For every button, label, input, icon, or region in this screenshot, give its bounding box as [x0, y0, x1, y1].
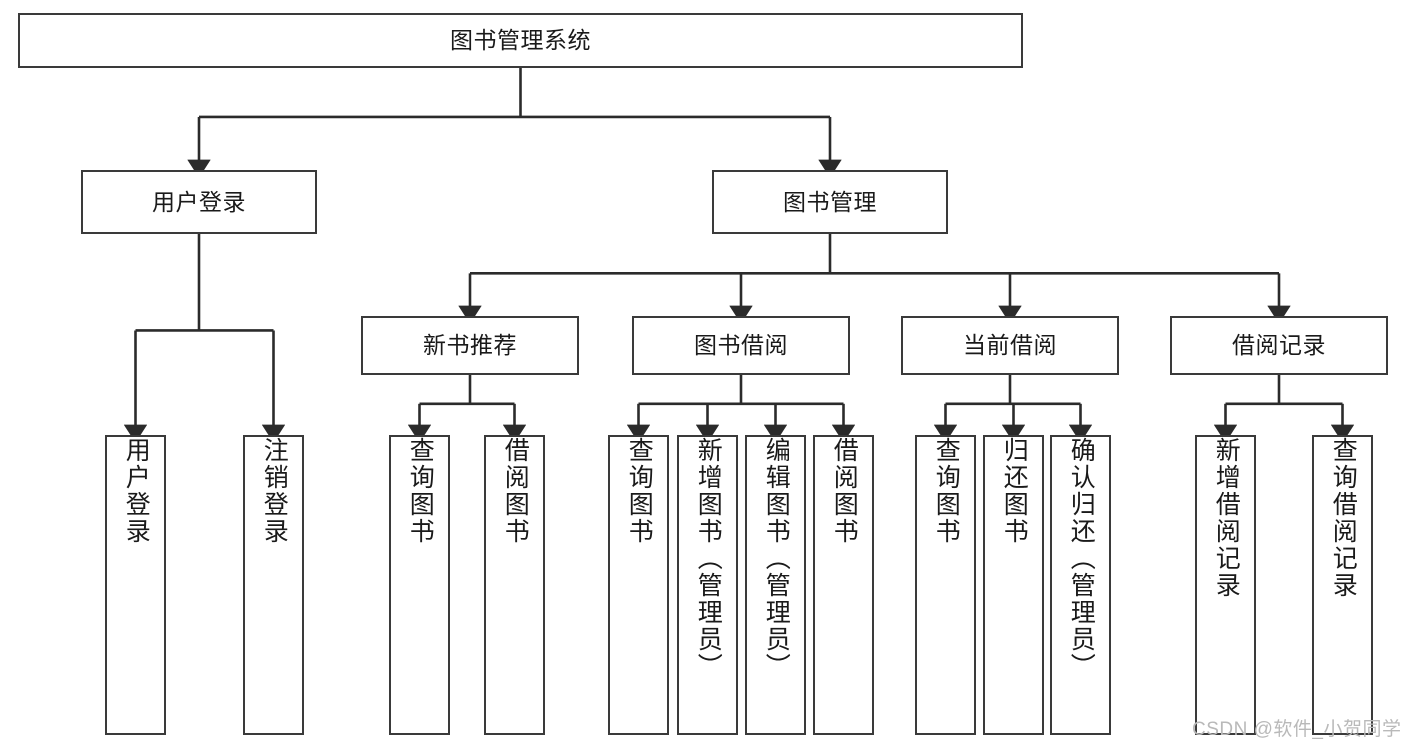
- node-book-borrow[interactable]: 图书借阅: [632, 316, 850, 375]
- node-label: 查询图书: [625, 437, 654, 545]
- node-label: 用户登录: [122, 437, 151, 545]
- node-leaf-query-book-1[interactable]: 查询图书: [389, 435, 450, 735]
- node-label: 查询借阅记录: [1329, 437, 1358, 599]
- node-leaf-add-record[interactable]: 新增借阅记录: [1195, 435, 1256, 735]
- node-label: 当前借阅: [963, 332, 1057, 359]
- node-label: 图书借阅: [694, 332, 788, 359]
- node-label: 新书推荐: [423, 332, 517, 359]
- node-leaf-user-login[interactable]: 用户登录: [105, 435, 166, 735]
- node-label: 注销登录: [260, 437, 289, 545]
- node-label: 借阅图书: [501, 437, 530, 545]
- node-label: 确认归还（管理员）: [1067, 437, 1096, 680]
- node-book-manage[interactable]: 图书管理: [712, 170, 948, 234]
- node-leaf-query-book-2[interactable]: 查询图书: [608, 435, 669, 735]
- node-label: 用户登录: [152, 188, 246, 215]
- node-label: 查询图书: [932, 437, 961, 545]
- node-new-book-rec[interactable]: 新书推荐: [361, 316, 579, 375]
- node-label: 图书管理: [783, 188, 877, 215]
- node-leaf-add-book[interactable]: 新增图书（管理员）: [677, 435, 738, 735]
- node-label: 归还图书: [1000, 437, 1029, 545]
- node-label: 编辑图书（管理员）: [762, 437, 791, 680]
- node-leaf-return-book[interactable]: 归还图书: [983, 435, 1044, 735]
- node-leaf-user-logout[interactable]: 注销登录: [243, 435, 304, 735]
- node-leaf-borrow-book-2[interactable]: 借阅图书: [813, 435, 874, 735]
- node-leaf-query-book-3[interactable]: 查询图书: [915, 435, 976, 735]
- node-leaf-query-record[interactable]: 查询借阅记录: [1312, 435, 1373, 735]
- node-leaf-confirm-return[interactable]: 确认归还（管理员）: [1050, 435, 1111, 735]
- node-label: 借阅图书: [830, 437, 859, 545]
- node-label: 借阅记录: [1232, 332, 1326, 359]
- node-borrow-records[interactable]: 借阅记录: [1170, 316, 1388, 375]
- node-current-borrow[interactable]: 当前借阅: [901, 316, 1119, 375]
- node-root[interactable]: 图书管理系统: [18, 13, 1023, 68]
- node-label: 新增借阅记录: [1212, 437, 1241, 599]
- node-user-login[interactable]: 用户登录: [81, 170, 317, 234]
- node-label: 图书管理系统: [450, 27, 591, 54]
- node-leaf-edit-book[interactable]: 编辑图书（管理员）: [745, 435, 806, 735]
- node-label: 查询图书: [406, 437, 435, 545]
- node-label: 新增图书（管理员）: [694, 437, 723, 680]
- edge-lines: [123, 68, 1355, 443]
- node-leaf-borrow-book-1[interactable]: 借阅图书: [484, 435, 545, 735]
